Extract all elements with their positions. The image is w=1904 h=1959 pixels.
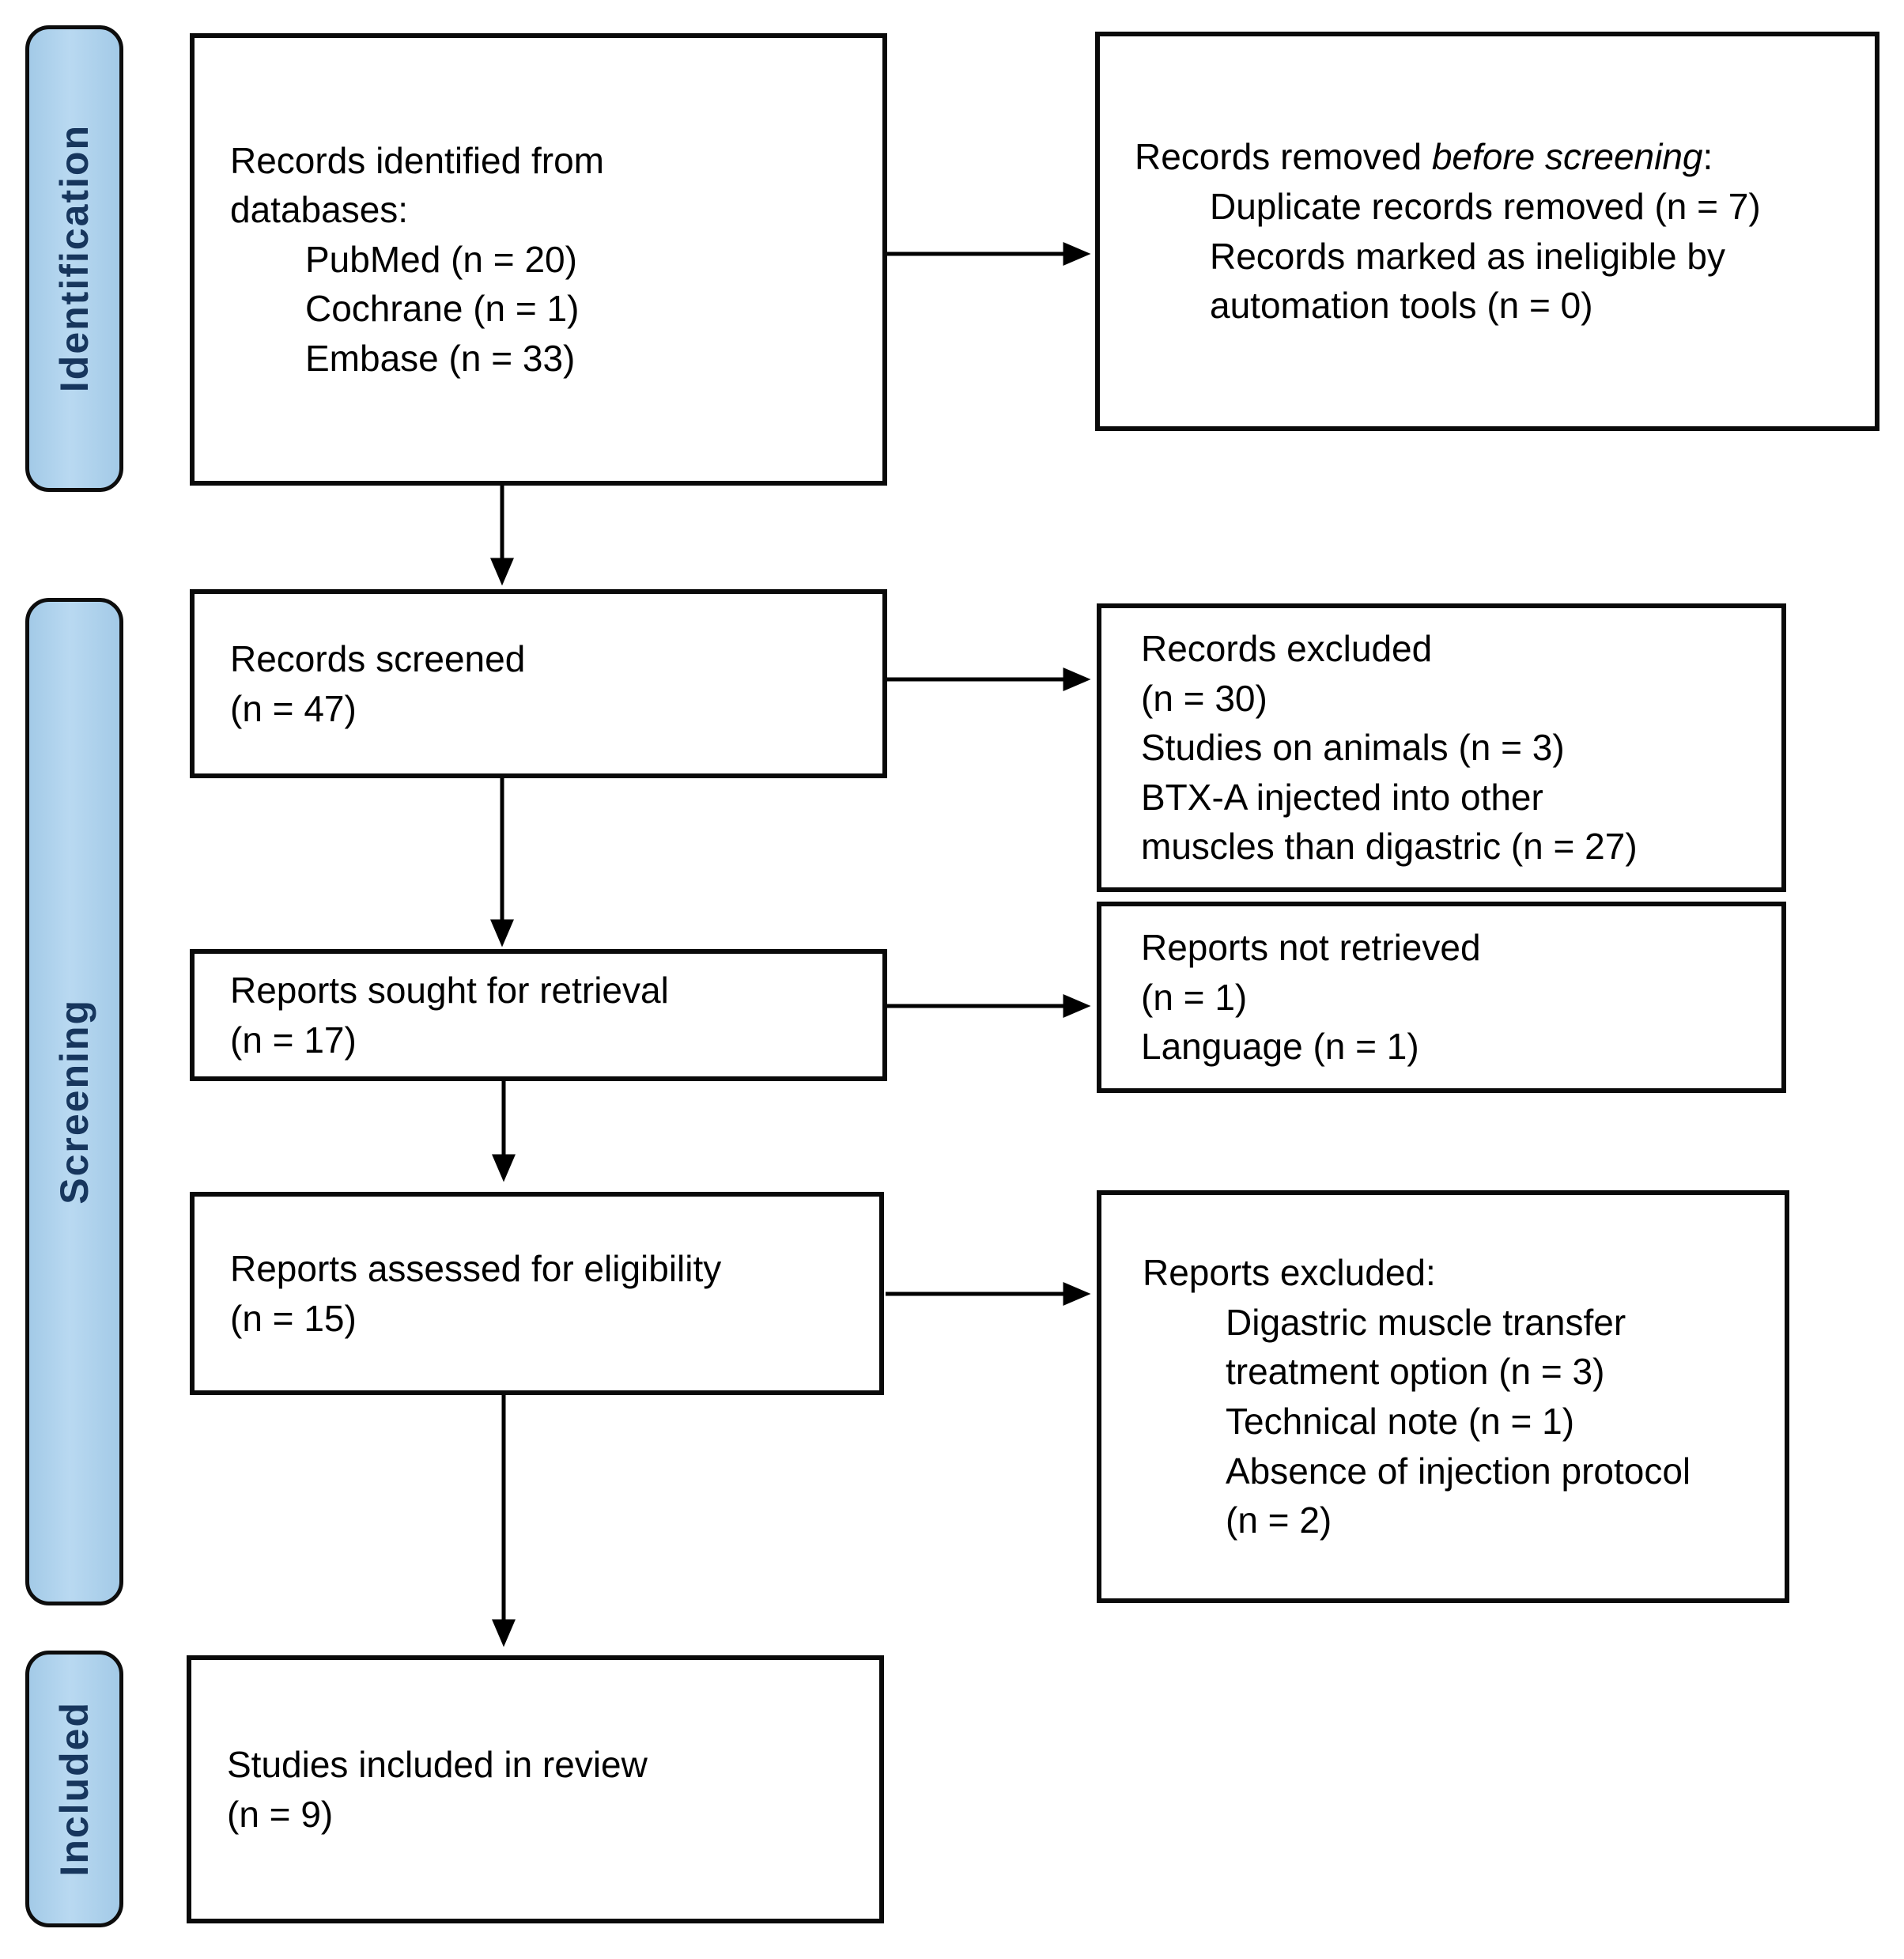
box-text-line: Records screened xyxy=(230,637,526,679)
database-count-item: Embase (n = 33) xyxy=(305,337,576,379)
box-records-screened: Records screened (n = 47) xyxy=(190,589,887,778)
box-reports-assessed: Reports assessed for eligibility (n = 15… xyxy=(190,1192,884,1395)
database-count-item: PubMed (n = 20) xyxy=(305,238,577,280)
stage-label-screening: Screening xyxy=(52,999,96,1205)
box-text-line: Reports not retrieved xyxy=(1141,927,1481,969)
box-text-line: Records excluded xyxy=(1141,628,1433,670)
box-text-line: (n = 1) xyxy=(1141,976,1248,1018)
box-text-line: (n = 47) xyxy=(230,687,357,729)
box-reports-excluded: Reports excluded: Digastric muscle trans… xyxy=(1097,1190,1789,1603)
box-text-line: Studies included in review xyxy=(227,1743,648,1785)
box-reports-sought: Reports sought for retrieval (n = 17) xyxy=(190,949,887,1081)
excluded-reason-item: BTX-A injected into other xyxy=(1141,776,1543,818)
box-records-excluded: Records excluded (n = 30) Studies on ani… xyxy=(1097,603,1786,892)
text-segment: Records removed xyxy=(1135,136,1432,178)
box-text-line: Records identified from xyxy=(230,139,604,181)
excluded-reason-item: muscles than digastric (n = 27) xyxy=(1141,826,1638,868)
report-excluded-reason-item: (n = 2) xyxy=(1226,1500,1332,1541)
box-text-line: (n = 17) xyxy=(230,1019,357,1061)
stage-label-included: Included xyxy=(52,1701,96,1877)
report-excluded-reason-item: Absence of injection protocol xyxy=(1226,1450,1691,1492)
removed-reason-item: automation tools (n = 0) xyxy=(1210,285,1593,327)
text-segment: : xyxy=(1702,136,1713,178)
stage-bar-identification: Identification xyxy=(25,25,123,492)
text-segment-italic: before screening xyxy=(1431,136,1703,178)
removed-reason-item: Records marked as ineligible by xyxy=(1210,235,1725,277)
stage-label-identification: Identification xyxy=(52,124,96,393)
box-text-line: Records removed before screening: xyxy=(1135,132,1856,182)
stage-bar-screening: Screening xyxy=(25,598,123,1605)
box-records-removed: Records removed before screening: Duplic… xyxy=(1095,32,1879,431)
report-excluded-reason-item: Digastric muscle transfer xyxy=(1226,1301,1626,1343)
box-records-identified: Records identified from databases: PubMe… xyxy=(190,33,887,486)
report-excluded-reason-item: Technical note (n = 1) xyxy=(1226,1401,1575,1442)
box-reports-not-retrieved: Reports not retrieved (n = 1) Language (… xyxy=(1097,902,1786,1093)
box-text-line: Reports sought for retrieval xyxy=(230,969,669,1011)
excluded-reason-item: Studies on animals (n = 3) xyxy=(1141,727,1565,769)
box-studies-included: Studies included in review (n = 9) xyxy=(187,1655,884,1923)
stage-bar-included: Included xyxy=(25,1651,123,1927)
box-text-line: Reports excluded: xyxy=(1143,1252,1436,1294)
box-text-line: (n = 30) xyxy=(1141,677,1267,719)
box-text-line: (n = 15) xyxy=(230,1297,357,1339)
box-text-line: Reports assessed for eligibility xyxy=(230,1247,722,1289)
box-text-line: (n = 9) xyxy=(227,1793,334,1835)
database-count-item: Cochrane (n = 1) xyxy=(305,288,580,330)
removed-reason-item: Duplicate records removed (n = 7) xyxy=(1210,185,1761,227)
box-text-line: databases: xyxy=(230,189,409,231)
report-excluded-reason-item: treatment option (n = 3) xyxy=(1226,1351,1605,1393)
not-retrieved-reason-item: Language (n = 1) xyxy=(1141,1026,1419,1068)
